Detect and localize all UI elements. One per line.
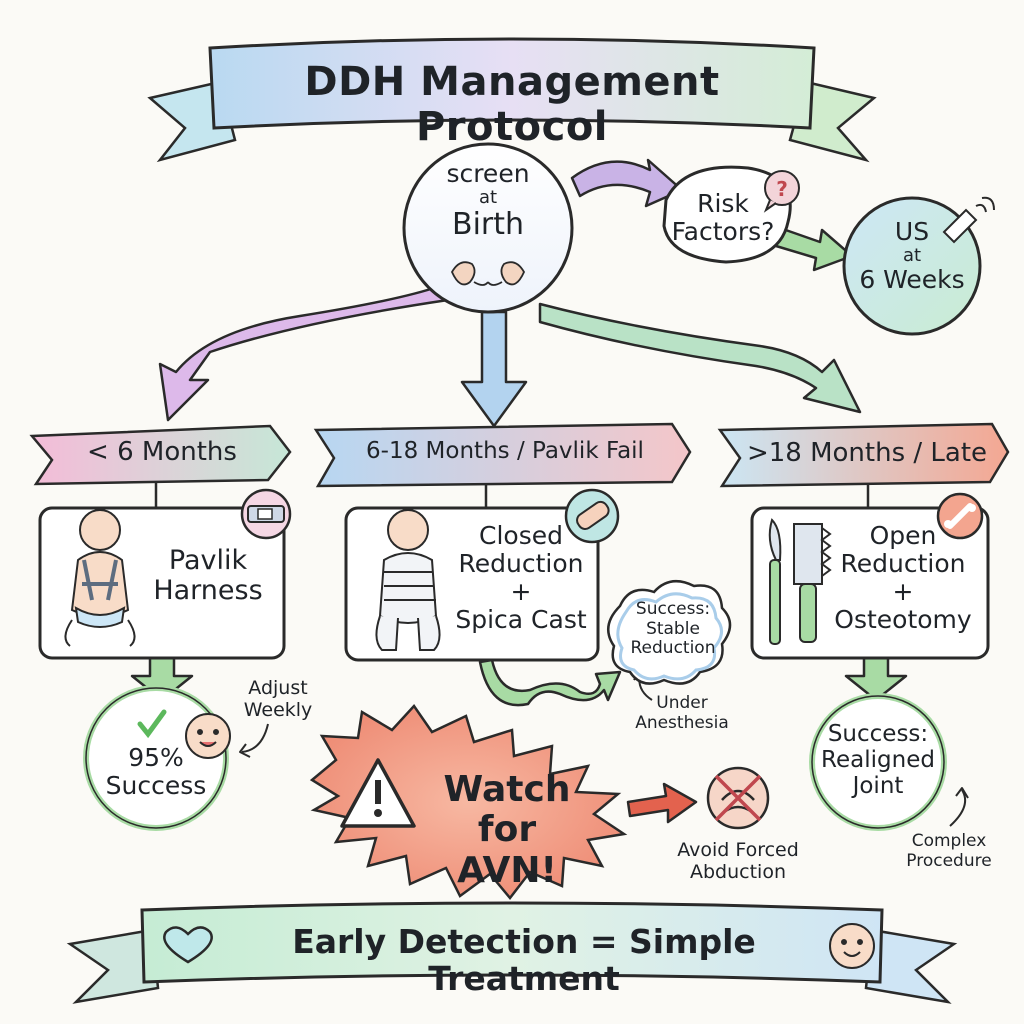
bone-saw-icon [793, 523, 832, 643]
pavlik-line2: Harness [153, 575, 263, 607]
risk-node-label: Risk Factors? [668, 190, 778, 246]
open-reduction-label: Open Reduction + Osteotomy [828, 522, 978, 634]
arrow-adjust-note [241, 723, 269, 753]
baby-in-harness-icon [64, 509, 136, 647]
age-ribbon-under6 [29, 424, 292, 486]
start-node-line1: screen [446, 159, 530, 188]
arrow-start-to-over18 [538, 302, 862, 414]
start-node-label: screen at Birth [428, 160, 548, 242]
question-bubble-icon: ? [763, 170, 800, 213]
outcome-pavlik-line2: Success [105, 771, 207, 800]
us-node-line3: 6 Weeks [859, 265, 965, 295]
outcome-open-label: Success: Realigned Joint [816, 721, 940, 799]
note-avoid-line1: Avoid Forced [677, 839, 799, 861]
arrow-start-to-under6 [158, 284, 450, 422]
note-complex-line2: Procedure [906, 850, 992, 871]
closed-line4: Spica Cast [455, 605, 587, 634]
age-label-6to18: 6-18 Months / Pavlik Fail [366, 438, 644, 464]
hip-exam-hands-icon [450, 261, 526, 286]
us-node-line1: US [894, 217, 930, 246]
scalpel-icon [768, 518, 782, 645]
open-line1: Open [869, 521, 937, 550]
warning-triangle-icon [340, 758, 416, 828]
age-label-over18: >18 Months / Late [746, 438, 988, 468]
outcome-open-line1: Success: [827, 721, 929, 747]
footer-ribbon [66, 901, 958, 1004]
pavlik-line1: Pavlik [168, 545, 248, 576]
start-node-line3: Birth [451, 207, 525, 243]
outcome-pavlik-line1: 95% [128, 743, 184, 772]
closed-reduction-box [344, 488, 620, 662]
note-under-anesthesia: Under Anesthesia [620, 693, 744, 733]
connectors [130, 158, 969, 827]
bandage-icon [564, 488, 620, 544]
closed-line1: Closed [479, 521, 563, 550]
open-line4: Osteotomy [834, 605, 972, 634]
age-label-under6: < 6 Months [87, 437, 237, 467]
arrow-risk-to-us [774, 226, 854, 272]
open-line2: Reduction [840, 549, 966, 578]
bone-icon [936, 492, 984, 540]
start-node [402, 142, 574, 314]
pavlik-label: Pavlik Harness [138, 545, 278, 607]
harness-buckle-icon [240, 488, 292, 540]
page-title: DDH Management Protocol [304, 59, 720, 150]
outcome-closed-label: Success: Stable Reduction [614, 599, 732, 659]
outcome-open-line3: Joint [852, 772, 904, 799]
note-anesthesia-line2: Anesthesia [635, 712, 729, 733]
arrow-avn-to-avoid [626, 782, 698, 824]
open-reduction-box [750, 492, 990, 660]
svg-text:?: ? [776, 177, 788, 201]
outcome-open-line2: Realigned [821, 746, 935, 773]
checkmark-icon [137, 709, 167, 739]
age-ribbon-6to18 [313, 422, 692, 488]
title-ribbon [147, 37, 877, 163]
arrow-closed-to-stable [478, 658, 622, 707]
note-avoid-forced-abduction: Avoid Forced Abduction [664, 839, 812, 884]
footer-baby-face-icon [829, 923, 875, 969]
arrow-start-to-6to18 [460, 310, 528, 428]
pavlik-box [38, 488, 292, 660]
avn-line2: AVN! [457, 849, 557, 891]
avn-line1: Watch for [443, 769, 571, 851]
arrow-complex-note [949, 789, 966, 827]
ultrasound-probe-icon [942, 196, 995, 244]
note-adjust-line1: Adjust [248, 677, 308, 699]
outcome-closed-line3: Reduction [630, 638, 716, 659]
avn-warning-label: Watch for AVN! [412, 769, 602, 891]
us-node [842, 196, 995, 336]
closed-line3: + [510, 577, 532, 606]
forced-abduction-crossed-icon [706, 766, 770, 830]
risk-node: ? [662, 165, 800, 264]
outcome-open-circle [809, 693, 947, 831]
arrow-pavlik-to-success [130, 656, 194, 702]
us-node-line2: at [902, 245, 922, 266]
heart-icon [163, 926, 213, 964]
outcome-closed-cloud [607, 579, 732, 685]
closed-reduction-label: Closed Reduction + Spica Cast [446, 522, 596, 634]
note-adjust-weekly: Adjust Weekly [236, 677, 320, 722]
baby-face-icon [185, 713, 231, 759]
outcome-closed-line1: Success: [635, 599, 711, 619]
footer-banner-text: Early Detection = Simple Treatment [292, 922, 756, 998]
note-avoid-line2: Abduction [689, 860, 786, 883]
note-anesthesia-line1: Under [656, 693, 708, 713]
start-node-line2: at [478, 187, 498, 208]
arrow-open-to-success [844, 656, 908, 702]
risk-node-line2: Factors? [671, 217, 775, 246]
note-complex-procedure: Complex Procedure [896, 831, 1002, 871]
note-complex-line1: Complex [911, 831, 987, 851]
avn-warning-burst [309, 704, 628, 900]
note-adjust-line2: Weekly [243, 698, 313, 721]
outcome-pavlik-circle [83, 685, 231, 831]
outcome-pavlik-label: 95% Success [96, 744, 216, 800]
age-ribbon-over18 [717, 422, 1010, 488]
us-node-label: US at 6 Weeks [850, 218, 974, 294]
closed-line2: Reduction [458, 549, 584, 578]
risk-node-line1: Risk [697, 189, 749, 218]
open-line3: + [892, 577, 914, 606]
outcome-closed-line2: Stable [646, 618, 700, 639]
baby-in-spica-cast-icon [375, 509, 441, 651]
